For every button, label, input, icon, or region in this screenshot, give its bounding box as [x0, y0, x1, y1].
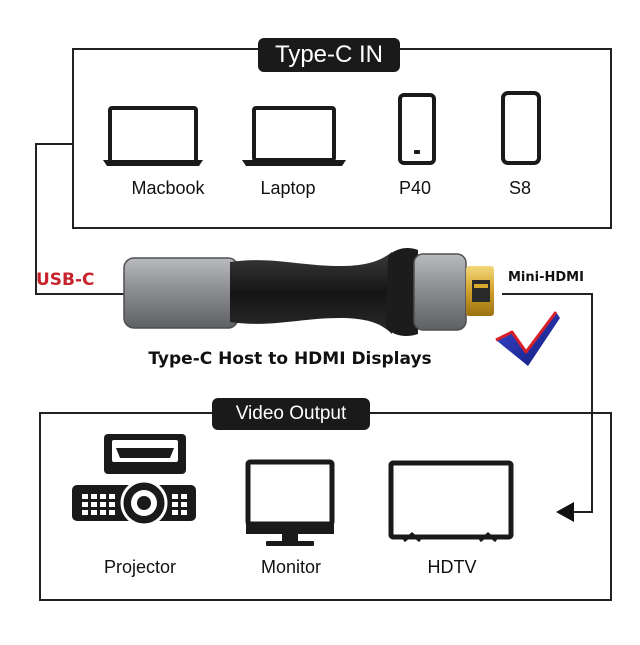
hdmi-connector-line	[502, 293, 593, 513]
mini-hdmi-label: Mini-HDMI	[508, 270, 584, 285]
mini-hdmi-connector-body	[413, 253, 467, 331]
laptop-icon	[242, 106, 346, 166]
bottom-frame	[39, 412, 612, 601]
macbook-icon	[103, 106, 203, 166]
usbc-connector-body	[123, 257, 239, 329]
checkmark-icon	[495, 311, 560, 366]
p40-label: P40	[398, 178, 432, 198]
adapter-caption: Type-C Host to HDMI Displays	[148, 349, 432, 369]
usbc-connector-line	[35, 143, 128, 295]
projector-icon	[72, 434, 196, 527]
video-output-header: Video Output	[212, 398, 370, 430]
monitor-label: Monitor	[260, 557, 322, 577]
s8-label: S8	[508, 178, 532, 198]
phone-icon-s8	[501, 91, 541, 165]
laptop-label: Laptop	[260, 178, 316, 198]
flat-cable	[230, 252, 392, 334]
arrow-head-icon	[556, 502, 574, 522]
usbc-label: USB-C	[36, 270, 95, 290]
phone-icon-p40	[398, 93, 436, 165]
monitor-icon	[245, 459, 335, 546]
hdtv-label: HDTV	[427, 557, 477, 577]
type-c-in-header: Type-C IN	[258, 38, 400, 72]
top-frame	[72, 48, 612, 229]
tv-icon	[388, 460, 514, 543]
hdmi-overmold	[386, 248, 418, 336]
projector-label: Projector	[103, 557, 177, 577]
mini-hdmi-gold-plug	[466, 266, 494, 316]
macbook-label: Macbook	[131, 178, 205, 198]
